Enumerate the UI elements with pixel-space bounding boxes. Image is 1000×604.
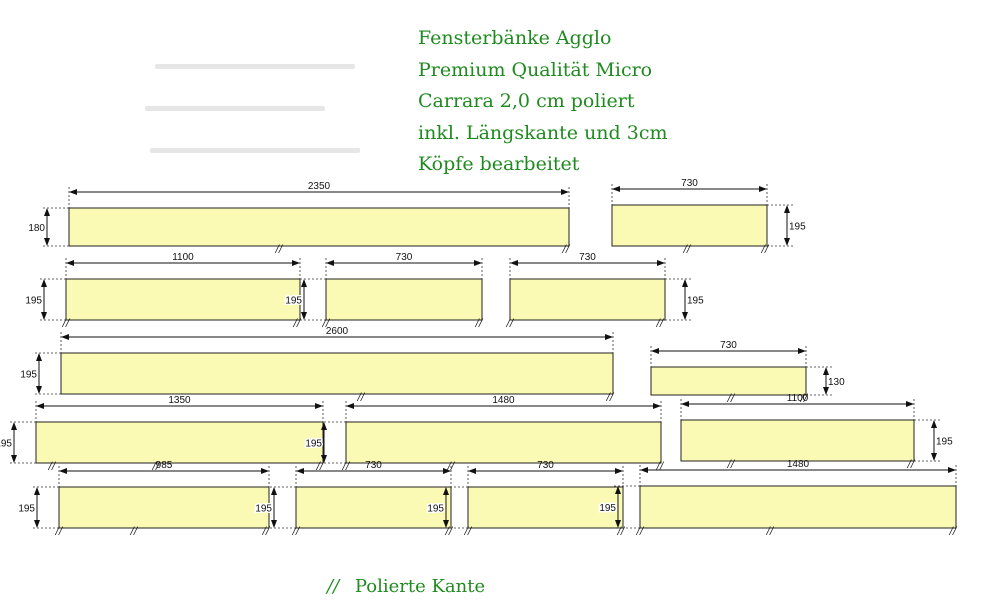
- depth-label: 195: [18, 504, 35, 515]
- polished-edge-mark: //: [907, 459, 916, 470]
- depth-label: 195: [427, 504, 444, 515]
- header-line-1: Fensterbänke Agglo: [418, 27, 612, 49]
- sill-slab: [639, 485, 957, 529]
- sill-piece: 730 195 // //: [284, 252, 484, 329]
- depth-label: 195: [936, 437, 953, 448]
- sill-piece: 1480 195 // // //: [598, 459, 958, 537]
- length-label: 730: [720, 340, 737, 351]
- polished-edge-mark: //: [357, 392, 366, 403]
- depth-label: 195: [20, 370, 37, 381]
- polished-edge-mark: //: [55, 526, 64, 537]
- sill-slab: [467, 486, 624, 529]
- sill-piece: 730 130 // //: [650, 340, 847, 404]
- polished-edge-mark: //: [322, 318, 331, 329]
- length-label: 1350: [168, 395, 191, 406]
- depth-label: 195: [0, 439, 12, 450]
- polished-edge-mark: //: [800, 393, 809, 404]
- polished-edge-symbol: //: [327, 576, 340, 597]
- sill-piece: 1100 195 // //: [24, 252, 302, 329]
- polished-edge-mark: //: [152, 461, 161, 472]
- sill-piece: 1480 195 // // //: [304, 395, 665, 472]
- length-label: 985: [156, 460, 173, 471]
- polished-edge-mark: //: [316, 461, 325, 472]
- header-line-3: Carrara 2,0 cm poliert: [418, 90, 635, 112]
- depth-label: 195: [687, 296, 704, 307]
- polished-edge-mark: //: [292, 526, 301, 537]
- length-label: 730: [537, 460, 554, 471]
- polished-edge-mark: //: [445, 526, 454, 537]
- sill-slab: [650, 366, 807, 396]
- depth-label: 195: [789, 222, 806, 233]
- polished-edge-mark: //: [62, 318, 71, 329]
- depth-label: 195: [25, 296, 42, 307]
- sill-slab: [325, 278, 483, 321]
- sill-piece: 730 195 // //: [506, 252, 706, 329]
- depth-label: 195: [285, 296, 302, 307]
- polished-edge-mark: //: [683, 244, 692, 255]
- sill-piece: 2600 195 // //: [19, 326, 615, 403]
- polished-edge-mark: //: [562, 244, 571, 255]
- header-line-5: Köpfe bearbeitet: [418, 153, 580, 175]
- legend: // Polierte Kante: [327, 576, 485, 597]
- polished-edge-mark: //: [342, 461, 351, 472]
- length-label: 730: [579, 252, 596, 263]
- length-label: 730: [396, 252, 413, 263]
- sill-piece: 1350 195 // // //: [0, 395, 325, 472]
- header-line-2: Premium Qualität Micro: [418, 58, 653, 81]
- polished-edge-mark: //: [656, 461, 665, 472]
- polished-edge-mark: //: [275, 244, 284, 255]
- length-label: 2600: [326, 326, 349, 337]
- length-label: 1480: [787, 459, 810, 470]
- depth-label: 130: [828, 377, 845, 388]
- sill-slab: [58, 486, 270, 529]
- polished-edge-mark: //: [617, 526, 626, 537]
- polished-edge-mark: //: [727, 393, 736, 404]
- sill-slab: [68, 207, 570, 247]
- polished-edge-mark: //: [464, 526, 473, 537]
- sill-slab: [509, 278, 666, 321]
- sill-slab: [65, 278, 301, 321]
- length-label: 1100: [172, 252, 194, 263]
- depth-label: 195: [255, 504, 272, 515]
- length-label: 1100: [787, 393, 809, 404]
- polished-edge-mark: //: [949, 526, 958, 537]
- length-label: 730: [681, 178, 698, 189]
- legend-label: Polierte Kante: [354, 576, 486, 597]
- sill-piece: 1100 195 // //: [680, 393, 955, 470]
- polished-edge-mark: //: [766, 526, 775, 537]
- header-line-4: inkl. Längskante und 3cm: [418, 121, 668, 144]
- polished-edge-mark: //: [727, 459, 736, 470]
- sill-slab: [60, 352, 614, 395]
- polished-edge-mark: //: [130, 526, 139, 537]
- sill-slab: [295, 486, 452, 529]
- depth-label: 180: [28, 223, 45, 234]
- sill-slab: [611, 204, 768, 247]
- sill-piece: 2350 180 // //: [27, 181, 571, 255]
- depth-label: 195: [305, 439, 322, 450]
- polished-edge-mark: //: [475, 318, 484, 329]
- header-text-block: Fensterbänke Agglo Premium Qualität Micr…: [418, 23, 668, 181]
- sill-slab: [35, 421, 324, 464]
- sill-piece: 985 195 // // //: [17, 460, 271, 537]
- length-label: 2350: [308, 181, 331, 192]
- polished-edge-mark: //: [506, 318, 515, 329]
- polished-edge-mark: //: [48, 461, 57, 472]
- sill-slab: [345, 421, 662, 464]
- polished-edge-mark: //: [636, 526, 645, 537]
- polished-edge-mark: //: [262, 526, 271, 537]
- length-label: 730: [365, 460, 382, 471]
- sill-piece: 730 195 // //: [611, 178, 808, 255]
- polished-edge-mark: //: [606, 392, 615, 403]
- polished-edge-mark: //: [656, 318, 665, 329]
- polished-edge-mark: //: [293, 318, 302, 329]
- sill-slab: [680, 419, 915, 462]
- length-label: 1480: [492, 395, 515, 406]
- depth-label: 195: [599, 503, 616, 514]
- polished-edge-mark: //: [761, 244, 770, 255]
